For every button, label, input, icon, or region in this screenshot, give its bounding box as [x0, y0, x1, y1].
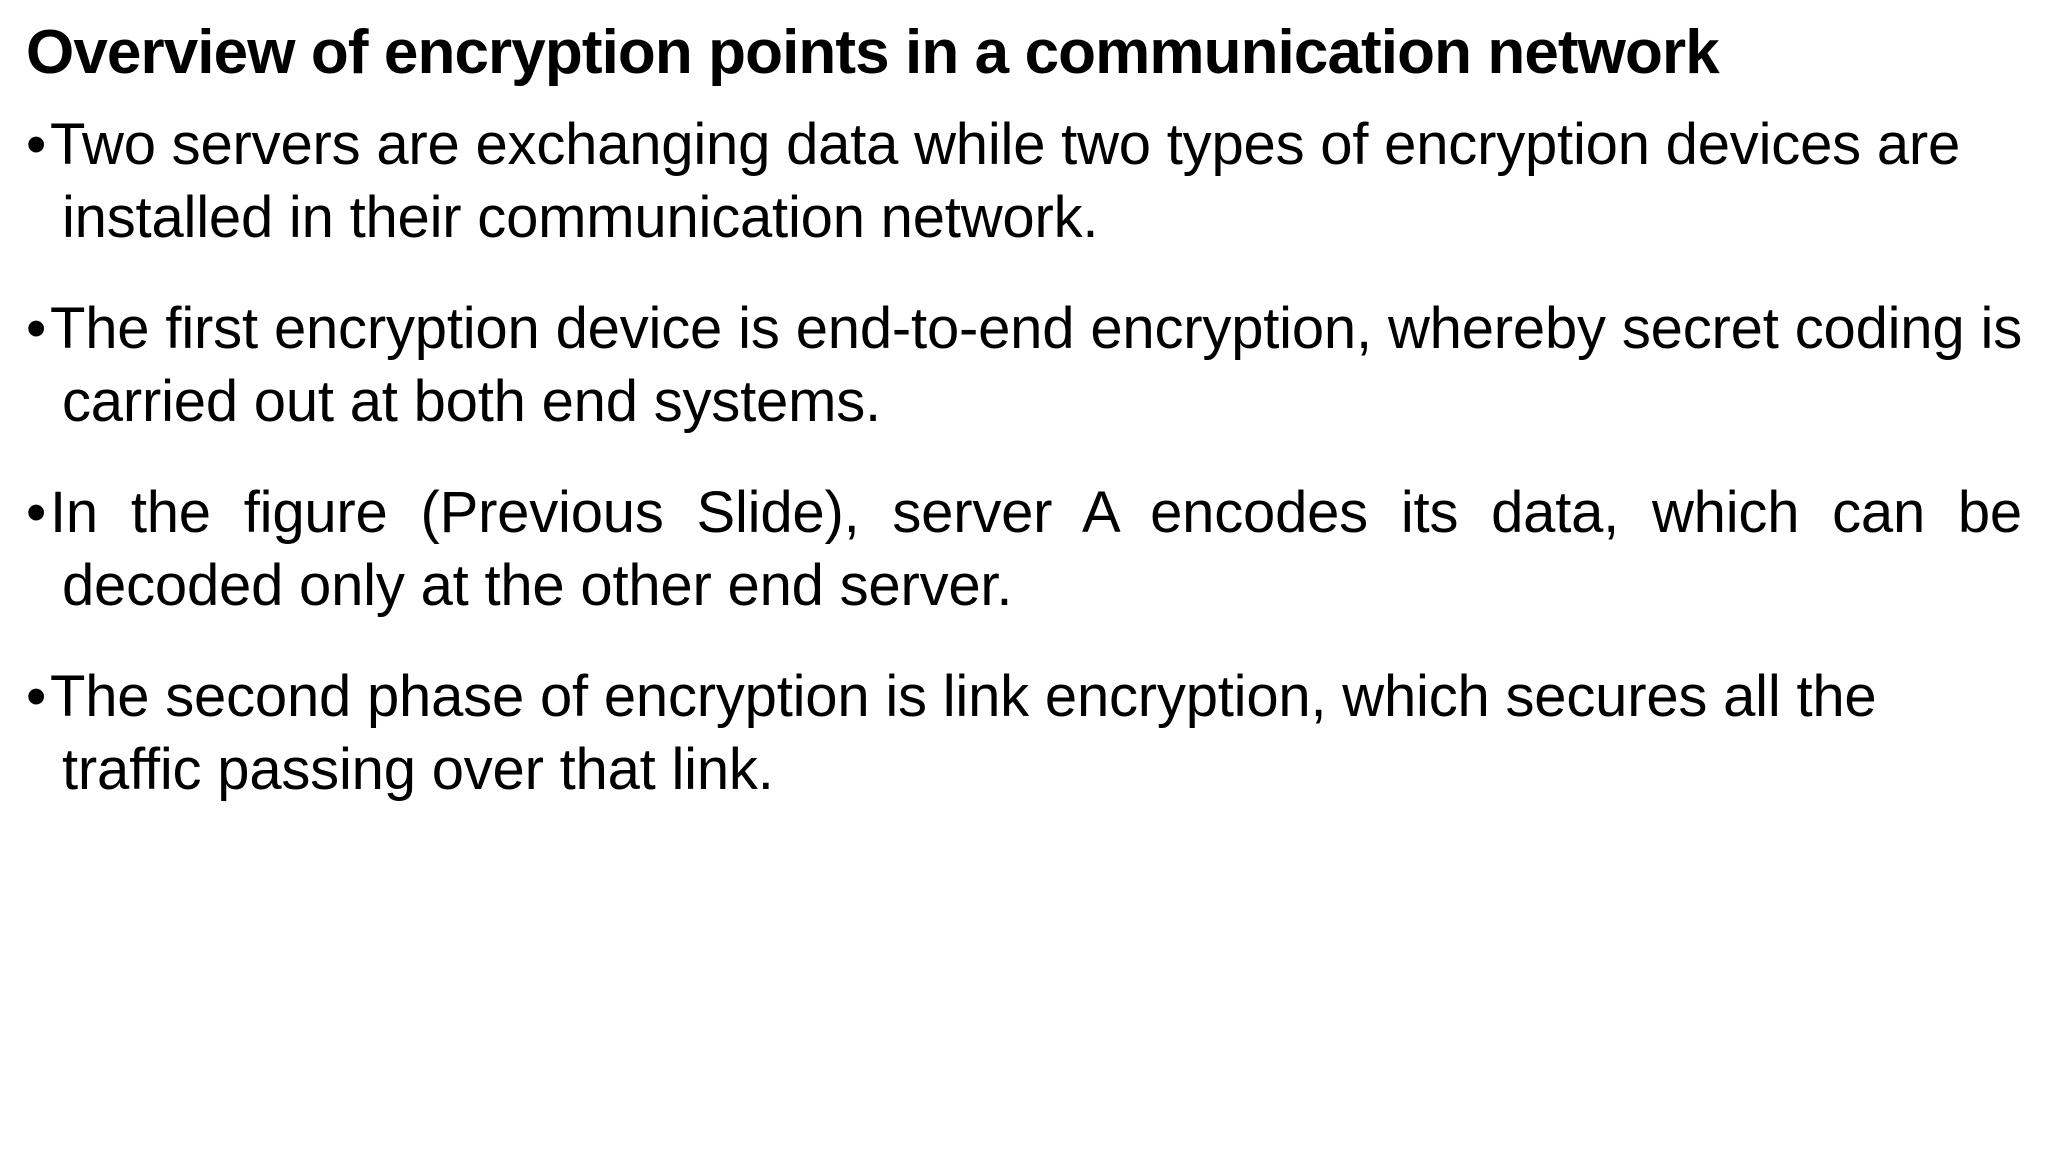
list-item-text: The first encryption device is end-to-en… — [50, 296, 2022, 434]
list-item: • Two servers are exchanging data while … — [0, 108, 2048, 254]
list-item: • In the figure (Previous Slide), server… — [0, 476, 2048, 622]
bullet-marker-icon: • — [26, 112, 47, 177]
bullet-list: • Two servers are exchanging data while … — [0, 108, 2048, 806]
bullet-marker-icon: • — [26, 296, 47, 361]
list-item-text: In the figure (Previous Slide), server A… — [50, 480, 2022, 618]
bullet-marker-icon: • — [26, 480, 47, 545]
bullet-marker-icon: • — [26, 664, 47, 729]
list-item-text: Two servers are exchanging data while tw… — [50, 112, 1961, 250]
page-title: Overview of encryption points in a commu… — [26, 18, 1720, 87]
list-item-text: The second phase of encryption is link e… — [50, 664, 1877, 802]
list-item: • The second phase of encryption is link… — [0, 660, 2048, 806]
list-item: • The first encryption device is end-to-… — [0, 292, 2048, 438]
